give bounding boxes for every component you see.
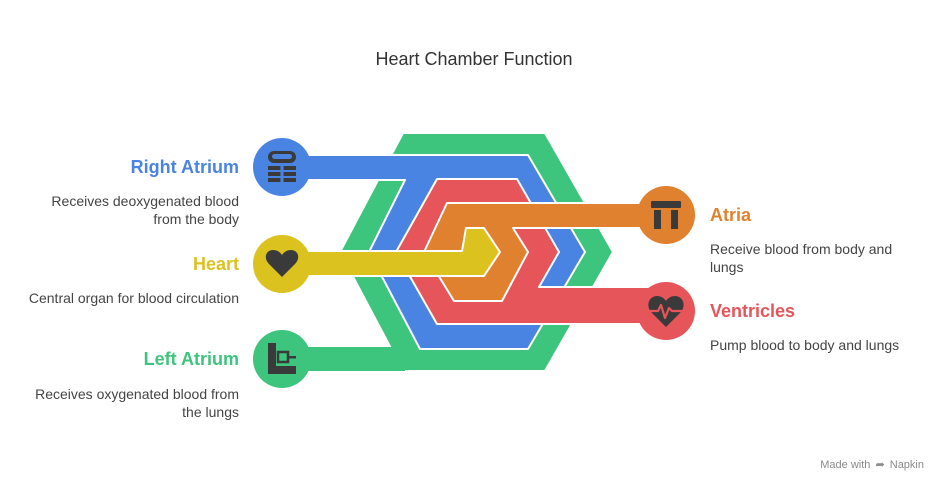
heart-label: Heart (192, 254, 239, 274)
ventricles-description: Pump blood to body and lungs (710, 337, 900, 353)
heart-icon (265, 250, 299, 277)
heart-description: Central organ for blood circulation (28, 290, 239, 306)
left-atrium-node (253, 330, 311, 388)
right-atrium-description: Receives deoxygenated blood from the bod… (51, 193, 239, 227)
ventricles-label: Ventricles (710, 301, 796, 321)
diagram-title: Heart Chamber Function (375, 49, 573, 69)
heartbeat-icon (648, 296, 684, 327)
atria-label: Atria (710, 205, 752, 225)
heart-flow-arrow (281, 227, 501, 277)
left-atrium-connector (282, 347, 405, 371)
ventricles-node (637, 282, 695, 340)
pods-icon (268, 151, 296, 182)
watermark-brand: Napkin (889, 459, 924, 471)
bracket-icon (268, 343, 296, 374)
left-atrium-label: Left Atrium (143, 349, 239, 369)
right-atrium-node (253, 138, 311, 196)
heart-node (253, 235, 311, 293)
atria-node (637, 186, 695, 244)
watermark-prefix: Made with (820, 459, 871, 471)
table-icon (651, 201, 681, 229)
made-with-napkin-watermark: Made with ➦ Napkin (820, 458, 924, 471)
atria-description: Receive blood from body and lungs (710, 241, 893, 275)
right-atrium-label: Right Atrium (130, 157, 239, 177)
napkin-logo-icon: ➦ (875, 459, 885, 471)
left-atrium-description: Receives oxygenated blood from the lungs (35, 386, 239, 420)
